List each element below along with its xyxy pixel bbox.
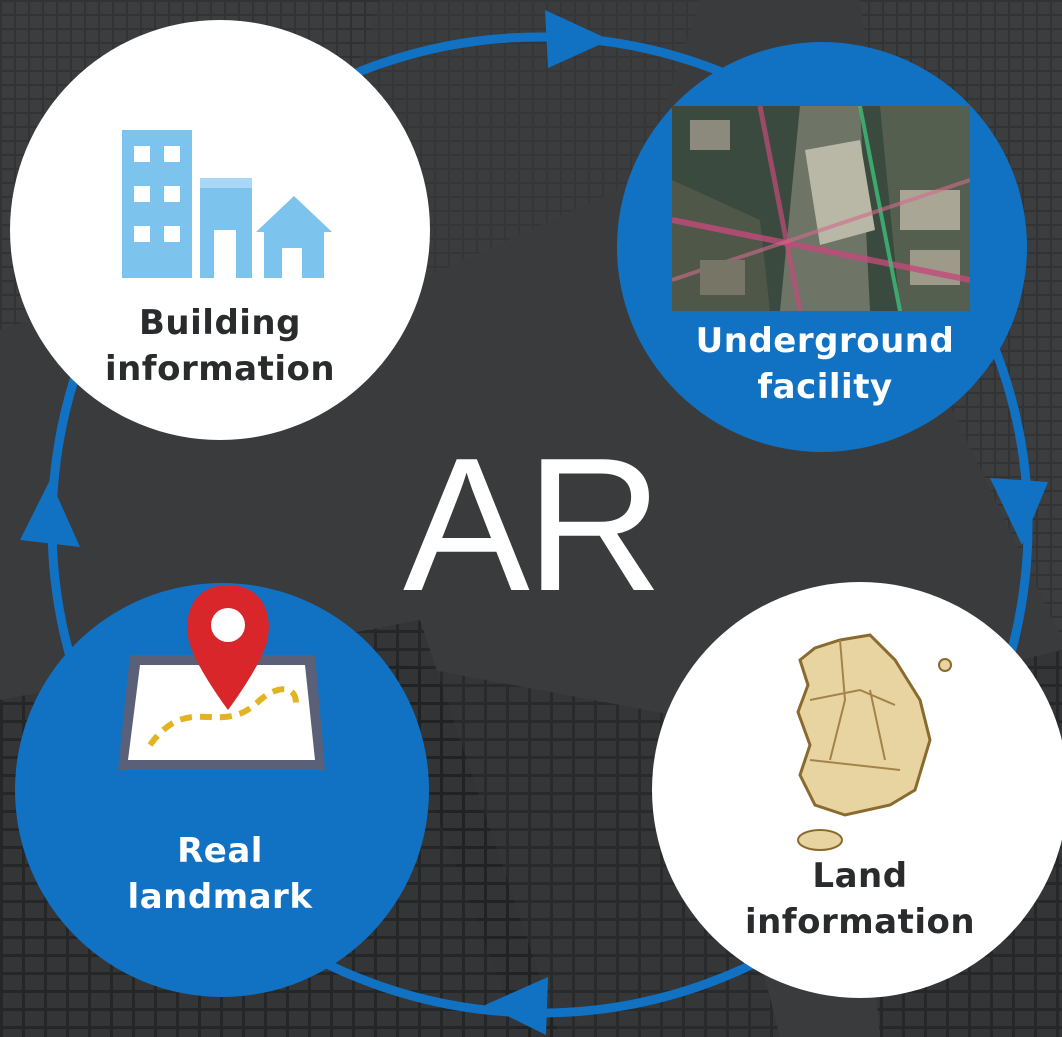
label-building-line2: information [104, 349, 336, 389]
node-underground-facility [617, 42, 1027, 452]
label-real-landmark: Real landmark [70, 828, 370, 920]
label-building-information: Building information [70, 300, 370, 392]
center-title: AR [403, 419, 663, 631]
label-landmark-line1: Real [177, 831, 263, 871]
node-building-information [10, 20, 430, 440]
arrow-left-up-icon [20, 480, 80, 547]
label-underground-line1: Underground [695, 321, 955, 361]
aerial-photo [672, 106, 970, 311]
building-icon [122, 130, 332, 278]
label-land-line2: information [744, 902, 976, 942]
map-pin-icon [118, 585, 325, 770]
arrow-right-down-icon [990, 478, 1048, 545]
node-land-information [652, 582, 1062, 998]
label-land-line1: Land [812, 856, 908, 896]
label-land-information: Land information [720, 853, 1000, 945]
node-real-landmark [15, 583, 429, 997]
korea-map-icon [796, 633, 952, 851]
label-building-line1: Building [139, 303, 301, 343]
arrow-top-right-icon [545, 10, 610, 68]
label-underground-facility: Underground facility [660, 318, 990, 410]
label-landmark-line2: landmark [127, 877, 313, 917]
label-underground-line2: facility [757, 367, 893, 407]
arrow-bottom-left-icon [485, 977, 548, 1035]
